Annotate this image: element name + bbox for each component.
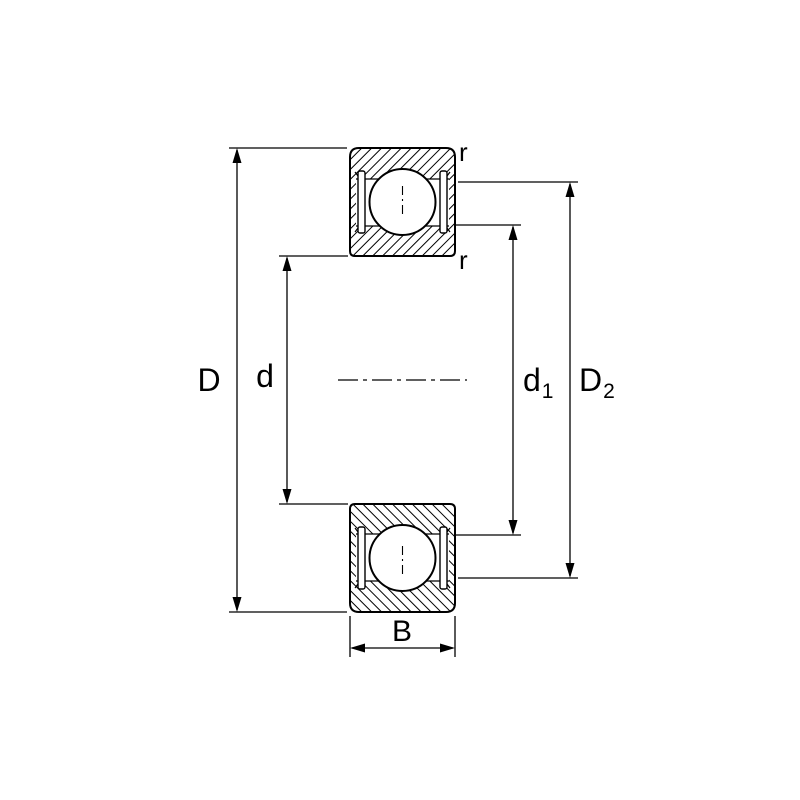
arrow-D-top — [232, 148, 242, 163]
chamfer-labels: r r — [459, 137, 468, 275]
label-shoulder-diameter-sub: 1 — [542, 380, 554, 403]
dimension-shoulder-diameter: d1 — [456, 224, 553, 536]
label-recess-diameter: D2 — [579, 362, 615, 403]
bearing-top-section — [349, 147, 456, 257]
label-outer-diameter: D — [197, 362, 220, 398]
arrow-B-right — [440, 643, 455, 653]
arrow-D-bottom — [232, 597, 242, 612]
dimension-outer-diameter: D — [197, 147, 347, 613]
arrow-d-top — [282, 256, 292, 271]
arrow-d1-top — [508, 225, 518, 240]
arrow-d1-bottom — [508, 520, 518, 535]
arrow-D2-bottom — [565, 563, 575, 578]
dimension-bore-diameter: d — [256, 255, 348, 505]
arrow-B-left — [350, 643, 365, 653]
arrow-D2-top — [565, 182, 575, 197]
label-recess-diameter-sub: 2 — [603, 380, 615, 403]
label-chamfer-outer: r — [459, 137, 468, 167]
label-width: B — [392, 615, 412, 648]
label-chamfer-bore: r — [459, 245, 468, 275]
bearing-cross-section — [338, 147, 467, 613]
dimension-width: B — [349, 615, 456, 657]
label-shoulder-diameter: d1 — [523, 362, 553, 403]
arrow-d-bottom — [282, 489, 292, 504]
label-shoulder-diameter-main: d — [523, 362, 541, 398]
dimension-recess-diameter: D2 — [458, 181, 615, 579]
label-bore-diameter: d — [256, 358, 274, 394]
drawing-root: D d d1 D2 — [197, 137, 615, 657]
bearing-bottom-section — [349, 503, 456, 613]
label-recess-diameter-main: D — [579, 362, 602, 398]
